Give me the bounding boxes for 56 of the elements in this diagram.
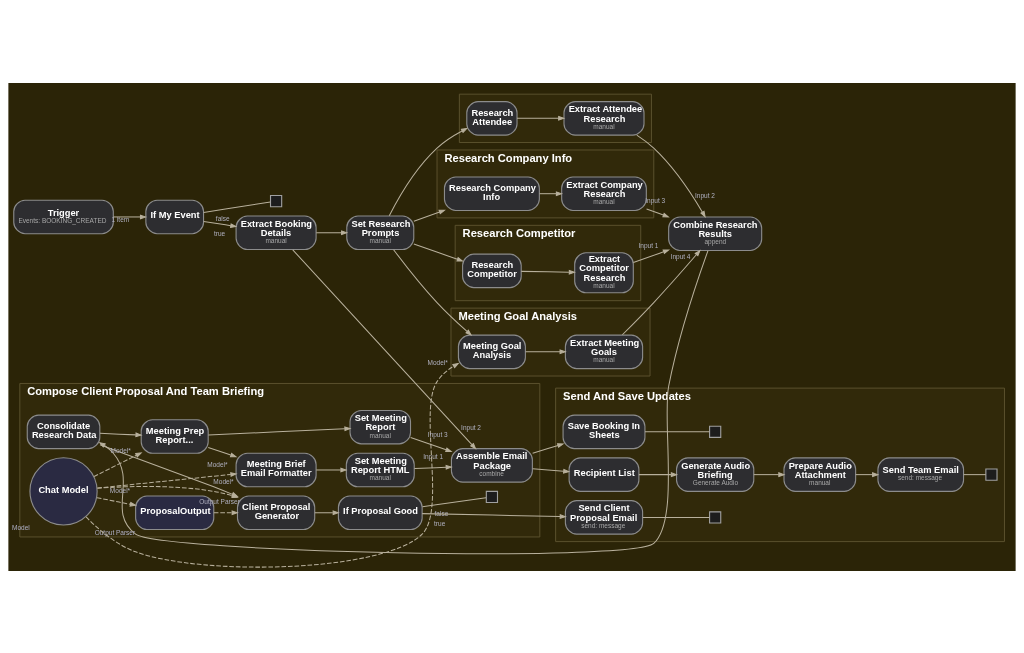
- node-box: Consolidate Research Data: [26, 414, 101, 449]
- arrow: [315, 466, 348, 472]
- arrow: [99, 431, 143, 437]
- arrow: [413, 243, 464, 261]
- arrow: [314, 509, 340, 515]
- arrow: [520, 269, 576, 275]
- connector: [963, 473, 987, 475]
- arrow: [85, 362, 460, 568]
- node-box: Save Booking In Sheets: [562, 414, 646, 449]
- node-box: [985, 468, 998, 481]
- arrow: [413, 209, 446, 222]
- arrow: [112, 213, 148, 219]
- arrow: [646, 207, 670, 217]
- arrow: [96, 471, 238, 489]
- node-box: If Proposal Good: [337, 494, 423, 530]
- arrow: [410, 436, 453, 452]
- connector: [421, 496, 487, 507]
- arrow: [207, 446, 238, 457]
- connector: [203, 200, 271, 213]
- arrow: [203, 220, 238, 228]
- node-box: Research Company Info: [443, 175, 540, 211]
- node-box: Meeting Brief Email Formatter: [235, 452, 317, 487]
- arrow: [753, 471, 786, 477]
- arrow: [96, 496, 137, 507]
- arrow: [315, 229, 349, 235]
- arrow: [388, 127, 469, 216]
- arrow: [421, 512, 567, 519]
- node-box: Recipient List: [568, 456, 640, 492]
- arrow: [638, 471, 678, 477]
- arrow: [532, 442, 565, 454]
- arrow: [516, 115, 566, 121]
- node-box: Research Attendee: [466, 100, 518, 136]
- node-box: [709, 425, 722, 438]
- node-box: [269, 194, 283, 207]
- node-box: If My Event: [145, 199, 205, 234]
- node-box: [709, 510, 722, 524]
- arrow: [393, 248, 473, 336]
- arrow: [213, 509, 239, 515]
- arrow: [636, 134, 706, 218]
- node-circle: Chat Model: [29, 456, 98, 525]
- arrow: [292, 248, 477, 450]
- arrow: [621, 248, 701, 335]
- connector: [642, 516, 710, 518]
- arrow: [539, 190, 564, 196]
- arrow: [93, 451, 143, 477]
- node-box: Meeting Goal Analysis: [457, 334, 526, 369]
- arrow: [632, 249, 671, 263]
- arrow: [532, 467, 571, 474]
- node-box: Meeting Prep Report...: [140, 418, 209, 454]
- arrow: [855, 471, 880, 477]
- connector: [644, 430, 711, 432]
- node-box: [485, 490, 499, 503]
- node-box: Research Competitor: [462, 253, 522, 288]
- arrow: [413, 464, 453, 470]
- arrow: [525, 348, 567, 354]
- arrow: [207, 425, 352, 435]
